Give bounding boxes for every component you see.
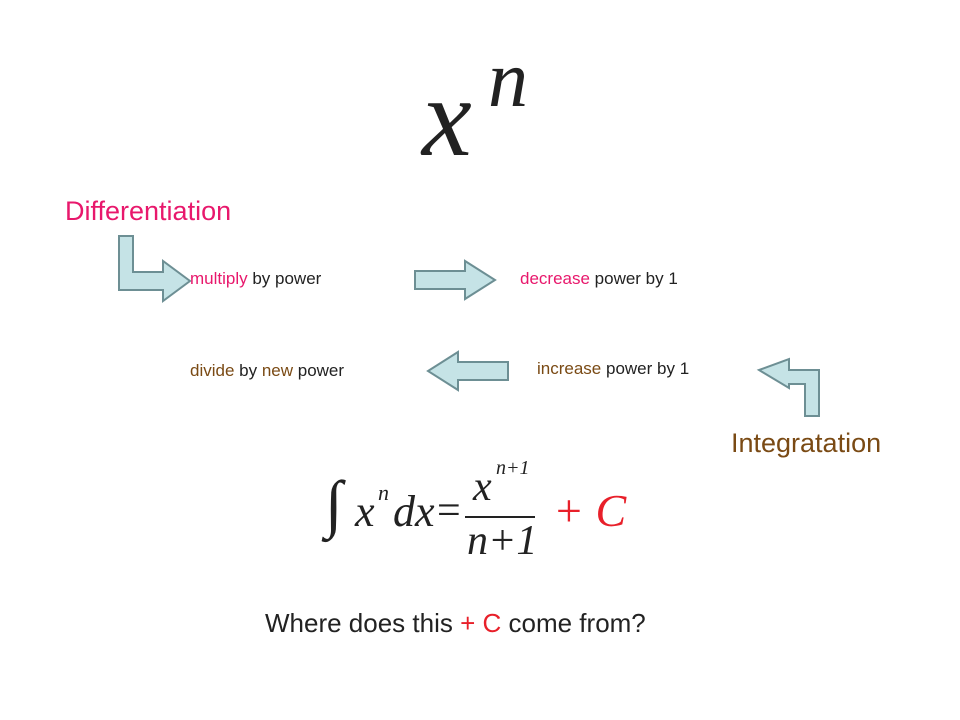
differentiation-step-2: decrease power by 1	[520, 269, 678, 289]
integrand-base: x	[355, 487, 375, 536]
integral-sign: ∫	[325, 468, 343, 539]
integration-step-1: increase power by 1	[537, 359, 689, 379]
integration-elbow-arrow	[756, 357, 820, 417]
step-1-keyword: multiply	[190, 269, 248, 288]
fraction-bar	[465, 516, 535, 518]
integral-formula: ∫ x n dx = x n+1 n+1 + C	[325, 457, 627, 564]
numerator-exponent: n+1	[496, 457, 530, 479]
left-arrow	[426, 350, 509, 392]
differentiation-elbow-arrow	[118, 235, 192, 303]
question-highlight: + C	[460, 608, 502, 638]
step-1-rest: by power	[247, 269, 322, 288]
divide-keyword: divide	[190, 361, 235, 380]
differentiation-step-1: multiply by power	[190, 269, 321, 289]
question: Where does this + C come from?	[265, 608, 646, 639]
increase-keyword: ncrease	[540, 359, 602, 378]
new-keyword: new	[261, 361, 294, 380]
question-before: Where does this	[265, 608, 461, 638]
constant-term: + C	[553, 485, 627, 536]
differential: dx	[393, 487, 435, 536]
divide-rest: power	[293, 361, 345, 380]
differentiation-heading: Differentiation	[65, 196, 232, 226]
divide-mid: by	[234, 361, 262, 380]
denominator: n+1	[467, 518, 538, 564]
integration-heading: Integratation	[731, 428, 882, 458]
right-arrow	[414, 259, 497, 301]
step-2-rest: power by 1	[589, 269, 678, 288]
equals-sign: =	[437, 488, 461, 534]
integrand-exponent: n	[378, 480, 389, 505]
integration-step-2: divide by new power	[190, 361, 344, 381]
numerator-base: x	[473, 464, 492, 510]
title-base: x	[422, 56, 472, 180]
increase-rest: power by 1	[601, 359, 690, 378]
step-2-keyword: decrease	[520, 269, 590, 288]
title-exponent: n	[488, 36, 528, 124]
question-after: come from?	[501, 608, 646, 638]
title-expression: x n	[422, 40, 542, 180]
increase-first-letter: i	[537, 359, 541, 378]
